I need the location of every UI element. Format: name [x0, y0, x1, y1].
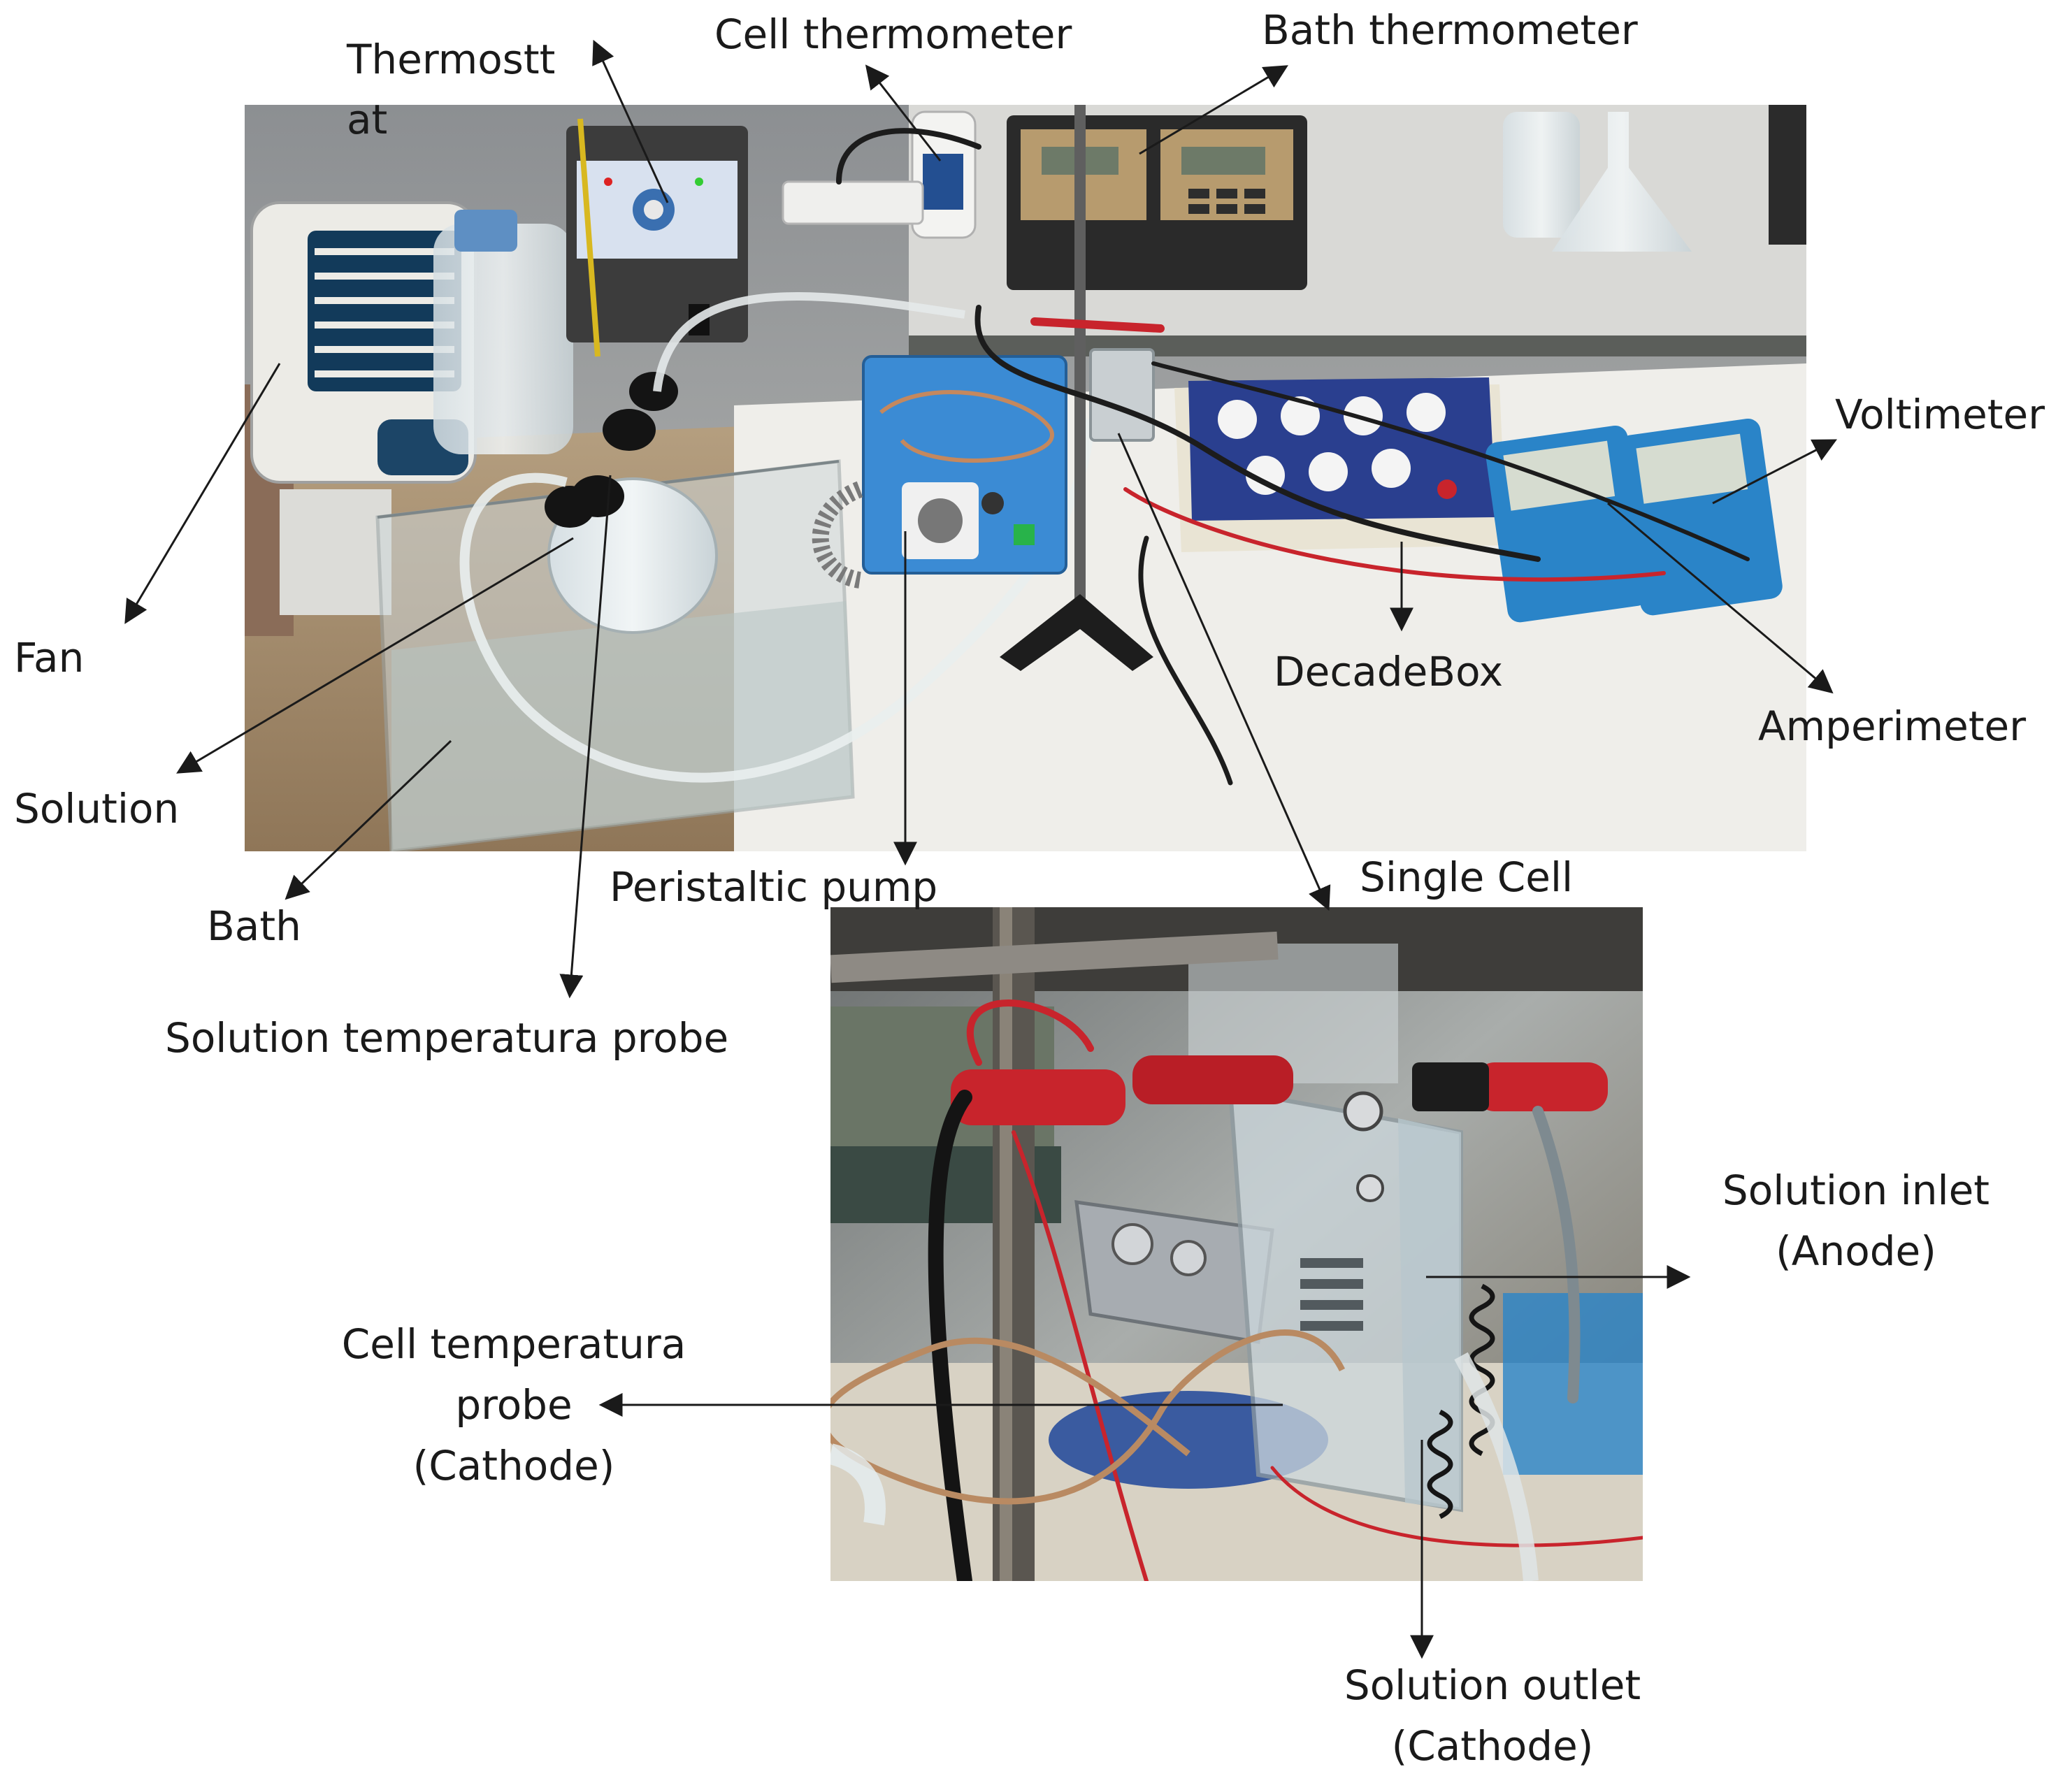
arrow-solution-temp-probe	[559, 475, 612, 999]
label-single-cell: Single Cell	[1360, 853, 1574, 901]
arrow-voltimeter	[1712, 439, 1838, 505]
arrow-single-cell	[1117, 433, 1331, 911]
single-cell	[1089, 348, 1155, 442]
label-solution: Solution	[14, 785, 180, 832]
decade-box	[1174, 377, 1506, 552]
label-cell-temp-probe: Cell temperatura probe (Cathode)	[308, 1314, 720, 1496]
fan	[250, 201, 477, 615]
arrow-solution	[176, 537, 574, 774]
arrow-bath	[285, 739, 452, 900]
stand-base	[1000, 594, 1153, 671]
arrow-thermostat	[592, 39, 669, 203]
label-solution-temp-probe: Solution temperatura probe	[165, 1014, 729, 1062]
thermostat	[566, 126, 748, 342]
label-solution-outlet-line1: Solution outlet	[1344, 1661, 1641, 1709]
label-decade-box: DecadeBox	[1274, 648, 1504, 695]
label-solution-outlet-line2: (Cathode)	[1391, 1722, 1594, 1770]
setup-photo	[245, 105, 1806, 851]
label-cell-temp-probe-line2: probe	[455, 1381, 573, 1429]
label-solution-inlet-line2: (Anode)	[1776, 1227, 1936, 1275]
label-cell-thermometer: Cell thermometer	[714, 10, 1072, 58]
annotation-arrows	[124, 39, 1838, 1659]
label-amperimeter: Amperimeter	[1758, 702, 2027, 750]
label-solution-inlet: Solution inlet (Anode)	[1692, 1160, 2020, 1282]
label-solution-outlet: Solution outlet (Cathode)	[1321, 1655, 1664, 1777]
label-bath: Bath	[207, 902, 301, 950]
cables	[836, 128, 1750, 786]
acrylic-cell	[1228, 1088, 1463, 1513]
label-bath-thermometer: Bath thermometer	[1262, 6, 1638, 54]
arrow-cell-thermometer	[865, 64, 942, 161]
label-voltimeter: Voltimeter	[1835, 391, 2045, 438]
label-cell-temp-probe-line1: Cell temperatura	[341, 1320, 686, 1368]
arrow-fan	[124, 363, 281, 624]
single-cell-closeup-photo	[830, 907, 1643, 1581]
cell-thermometer	[911, 110, 977, 239]
red-connectors	[951, 1055, 1608, 1125]
label-fan: Fan	[14, 634, 85, 681]
bath-thermometer	[1007, 115, 1307, 290]
arrow-amperimeter	[1607, 502, 1834, 694]
label-thermostat: Thermostt at	[347, 36, 556, 143]
label-peristaltic-pump: Peristaltic pump	[610, 863, 938, 911]
arrow-bath-thermometer	[1139, 65, 1288, 155]
multimeters	[1485, 418, 1783, 623]
peristaltic-pump	[862, 355, 1067, 575]
label-cell-temp-probe-line3: (Cathode)	[412, 1442, 615, 1489]
water-bath	[375, 459, 855, 851]
label-solution-inlet-line1: Solution inlet	[1722, 1167, 1990, 1214]
